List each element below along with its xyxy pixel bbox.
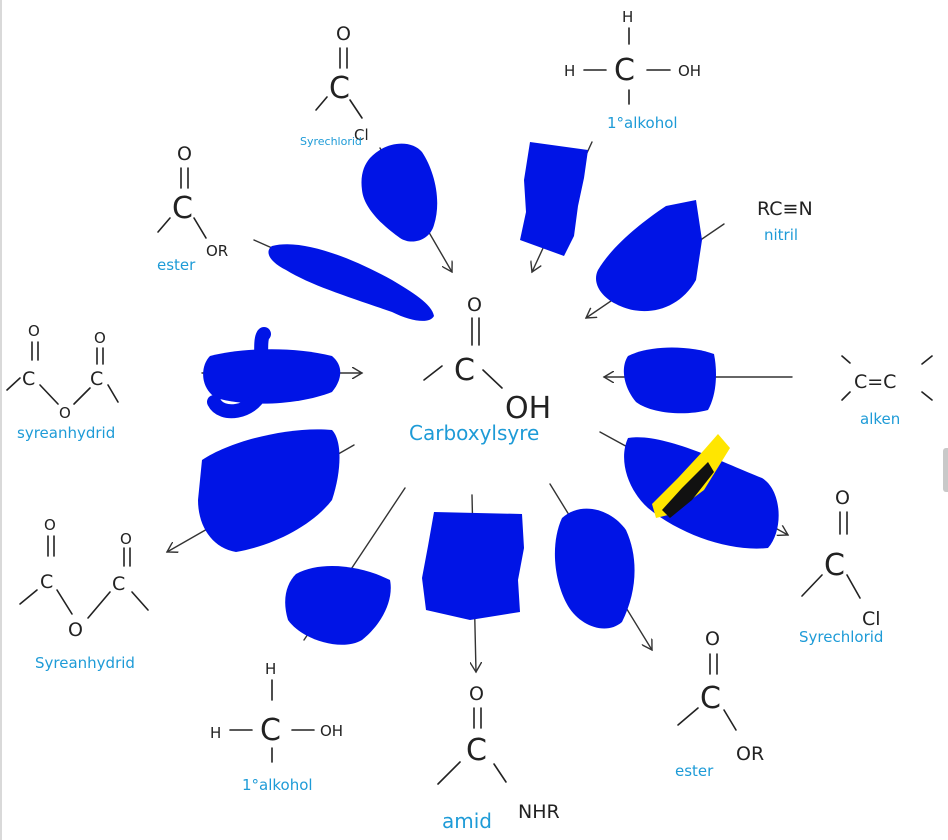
ester-right: O C OR ester: [675, 628, 764, 780]
svg-text:C=C: C=C: [854, 371, 896, 393]
scribble-bottom-right: [554, 508, 635, 629]
svg-text:Cl: Cl: [354, 126, 369, 144]
label-ester-left: ester: [157, 256, 196, 274]
svg-text:H: H: [622, 8, 633, 26]
scribble-top-right: [596, 200, 702, 312]
scribble-lower-left: [198, 429, 340, 552]
label-ester-right: ester: [675, 762, 714, 780]
svg-text:H: H: [564, 62, 575, 80]
scribble-left-loop: [207, 327, 271, 419]
highlight-black: [662, 462, 714, 518]
svg-text:C: C: [824, 548, 845, 583]
svg-text:C: C: [90, 368, 103, 390]
alkene: C=C alken: [841, 355, 933, 428]
svg-text:C: C: [329, 71, 350, 106]
svg-text:C: C: [40, 571, 53, 593]
svg-text:C: C: [22, 368, 35, 390]
svg-text:O: O: [59, 404, 71, 422]
scribble-top-left: [361, 143, 438, 242]
svg-text:O: O: [835, 487, 850, 509]
anhydride-left: O C O C O syreanhydrid: [6, 322, 119, 442]
label-anhydride-bottom: Syreanhydrid: [35, 654, 135, 672]
svg-text:OH: OH: [320, 722, 343, 740]
scribble-right: [623, 347, 716, 414]
svg-text:C: C: [172, 191, 193, 226]
svg-text:C: C: [112, 573, 125, 595]
scribble-left: [203, 349, 341, 404]
scribble-bottom-left: [285, 566, 391, 645]
svg-text:RC≡N: RC≡N: [757, 198, 813, 220]
svg-text:C: C: [260, 713, 281, 748]
svg-text:O: O: [94, 329, 106, 347]
center-oh: OH: [505, 391, 551, 426]
alcohol-bottom: H H C OH 1°alkohol: [210, 660, 343, 794]
scribble-bottom-center: [422, 512, 524, 620]
svg-text:O: O: [44, 516, 56, 534]
label-anhydride-left: syreanhydrid: [17, 424, 115, 442]
scribble-top-center: [520, 142, 588, 256]
svg-text:O: O: [705, 628, 720, 650]
center-label: Carboxylsyre: [409, 421, 539, 445]
nitrile: RC≡N nitril: [757, 198, 813, 244]
center-c: C: [454, 353, 475, 388]
svg-text:OH: OH: [678, 62, 701, 80]
scrollbar-handle[interactable]: [943, 448, 948, 492]
carboxylic-acid-center: O C OH Carboxylsyre: [409, 294, 551, 445]
svg-text:O: O: [177, 143, 192, 165]
acid-chloride-top: O C Cl Syrechlorid: [300, 23, 369, 148]
amide: O C NHR amid: [437, 683, 560, 833]
label-amide: amid: [442, 809, 492, 833]
svg-text:OR: OR: [206, 242, 228, 260]
svg-text:O: O: [336, 23, 351, 45]
acid-chloride-right: O C Cl Syrechlorid: [799, 487, 883, 646]
svg-text:H: H: [210, 724, 221, 742]
label-nitrile: nitril: [764, 226, 798, 244]
svg-text:C: C: [466, 733, 487, 768]
label-alcohol-top: 1°alkohol: [607, 114, 678, 132]
svg-text:O: O: [469, 683, 484, 705]
label-alcohol-bottom: 1°alkohol: [242, 776, 313, 794]
svg-text:O: O: [68, 619, 83, 641]
anhydride-bottom: O C O C O Syreanhydrid: [19, 516, 149, 672]
label-acid-chloride-right: Syrechlorid: [799, 628, 883, 646]
ester-left: O C OR ester: [157, 143, 228, 274]
scribble-upper-left: [268, 244, 434, 321]
svg-text:O: O: [120, 530, 132, 548]
redaction-scribbles: [198, 142, 779, 645]
scribble-lower-right: [624, 437, 779, 549]
highlight-yellow: [652, 434, 730, 518]
svg-text:OR: OR: [736, 743, 764, 765]
center-o: O: [467, 294, 482, 316]
svg-text:C: C: [700, 681, 721, 716]
svg-text:O: O: [28, 322, 40, 340]
svg-text:H: H: [265, 660, 276, 678]
alcohol-top: H H C OH 1°alkohol: [564, 8, 701, 132]
svg-text:Cl: Cl: [862, 608, 881, 630]
svg-text:NHR: NHR: [518, 801, 560, 823]
label-acid-chloride-top: Syrechlorid: [300, 135, 362, 148]
svg-text:C: C: [614, 53, 635, 88]
label-alkene: alken: [860, 410, 900, 428]
